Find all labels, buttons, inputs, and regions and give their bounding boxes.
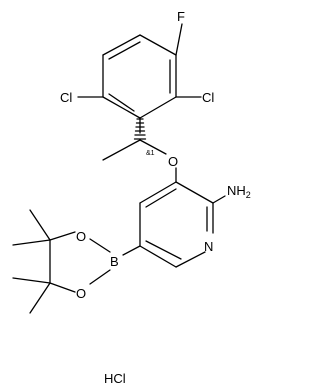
salt-label: HCl — [104, 371, 126, 386]
stereo-descriptor: &1 — [146, 150, 155, 157]
boron-label: B — [110, 254, 119, 269]
amine-and-boron-bonds — [122, 195, 226, 256]
dioxaborolane-ring — [49, 231, 111, 293]
chemical-structure-diagram: F Cl Cl &1 O NH2 N B O O HCl — [12, 9, 251, 386]
boronate-oxygen-upper-label: O — [76, 229, 86, 244]
amine-label: NH2 — [227, 183, 251, 200]
fluorine-label: F — [177, 9, 185, 24]
amine-subscript-label: 2 — [246, 190, 251, 200]
boronate-oxygen-lower-label: O — [76, 286, 86, 301]
methyl-groups — [12, 209, 51, 314]
phenyl-substituent-bonds — [77, 23, 202, 134]
chlorine-left-label: Cl — [60, 90, 72, 105]
ether-oxygen-label: O — [168, 154, 178, 169]
stereo-hashed-bond — [133, 118, 147, 140]
chlorine-right-label: Cl — [202, 90, 214, 105]
amine-nh-label: NH — [227, 183, 246, 198]
pyridine-ring — [139, 181, 214, 268]
phenyl-ring — [102, 34, 177, 119]
pyridine-nitrogen-label: N — [204, 239, 213, 254]
chiral-centre-bonds — [102, 139, 177, 183]
